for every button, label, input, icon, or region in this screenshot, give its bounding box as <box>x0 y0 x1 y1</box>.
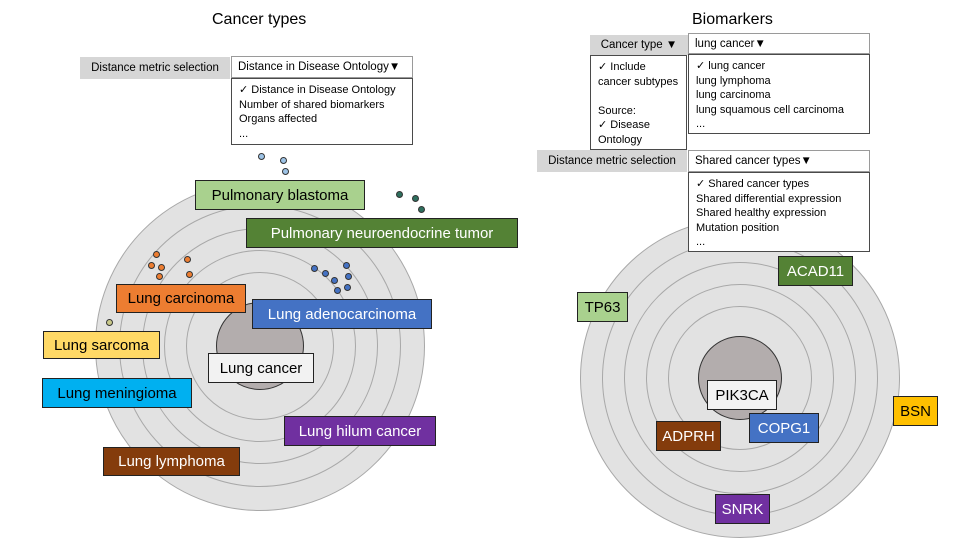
cancer-types-title: Cancer types <box>212 11 307 28</box>
dot <box>412 195 419 202</box>
left-metric-option[interactable]: Organs affected <box>239 113 318 125</box>
source-disease-text: Ontology <box>598 133 643 146</box>
left-metric-option[interactable]: ... <box>239 127 249 140</box>
source-label: Source: <box>598 104 636 117</box>
label-bsn: BSN <box>893 396 938 426</box>
dot <box>280 157 287 164</box>
label-adprh: ADPRH <box>656 421 721 451</box>
label-pik3ca: PIK3CA <box>707 380 777 410</box>
cancer-option[interactable]: ... <box>696 118 706 130</box>
label-acad11: ACAD11 <box>778 256 853 286</box>
right-metric-dropdown[interactable]: Shared cancer types▼ <box>688 150 870 172</box>
dot <box>184 256 191 263</box>
dot <box>106 319 113 326</box>
cancer-type-options: ✓ lung cancer lung lymphoma lung carcino… <box>688 54 870 134</box>
spacer <box>598 89 679 104</box>
left-metric-option[interactable]: ✓ Distance in Disease Ontology <box>239 84 396 96</box>
dot <box>153 251 160 258</box>
dot <box>322 270 329 277</box>
include-subtypes-text: cancer subtypes <box>598 75 679 88</box>
label-lung-sarcoma: Lung sarcoma <box>43 331 160 359</box>
dot <box>331 277 338 284</box>
label-lung-carcinoma: Lung carcinoma <box>116 284 246 313</box>
dot <box>311 265 318 272</box>
include-subtypes-option[interactable]: ✓ Include <box>598 61 646 73</box>
left-metric-options: ✓ Distance in Disease Ontology Number of… <box>231 78 413 145</box>
cancer-type-filter-box: ✓ Include cancer subtypes Source: ✓ Dise… <box>590 55 687 150</box>
label-copg1: COPG1 <box>749 413 819 443</box>
left-metric-option[interactable]: Number of shared biomarkers <box>239 98 385 111</box>
right-metric-option[interactable]: Shared healthy expression <box>696 207 827 219</box>
label-pulmonary-blastoma: Pulmonary blastoma <box>195 180 365 210</box>
label-lung-lymphoma: Lung lymphoma <box>103 447 240 476</box>
label-lung-adenocarcinoma: Lung adenocarcinoma <box>252 299 432 329</box>
label-tp63: TP63 <box>577 292 628 322</box>
dot <box>282 168 289 175</box>
dot <box>344 284 351 291</box>
dot <box>334 287 341 294</box>
cancer-option[interactable]: ✓ lung cancer <box>696 60 766 72</box>
left-metric-label: Distance metric selection <box>80 57 230 79</box>
cancer-option[interactable]: lung squamous cell carcinoma <box>696 103 844 116</box>
dot <box>418 206 425 213</box>
dot <box>158 264 165 271</box>
biomarkers-title: Biomarkers <box>692 11 773 28</box>
label-lung-hilum-cancer: Lung hilum cancer <box>284 416 436 446</box>
label-lung-cancer: Lung cancer <box>208 353 314 383</box>
right-metric-options: ✓ Shared cancer types Shared differentia… <box>688 172 870 252</box>
right-metric-option[interactable]: Mutation position <box>696 221 780 234</box>
right-metric-option[interactable]: ✓ Shared cancer types <box>696 178 810 190</box>
dot <box>148 262 155 269</box>
cancer-type-dropdown[interactable]: lung cancer▼ <box>688 33 870 54</box>
dot <box>396 191 403 198</box>
right-metric-option[interactable]: Shared differential expression <box>696 192 842 205</box>
label-snrk: SNRK <box>715 494 770 524</box>
right-metric-option[interactable]: ... <box>696 236 706 248</box>
label-lung-meningioma: Lung meningioma <box>42 378 192 408</box>
right-metric-label: Distance metric selection <box>537 150 687 172</box>
cancer-option[interactable]: lung lymphoma <box>696 74 771 87</box>
left-metric-dropdown[interactable]: Distance in Disease Ontology▼ <box>231 56 413 78</box>
dot <box>258 153 265 160</box>
cancer-type-label[interactable]: Cancer type ▼ <box>590 35 688 55</box>
dot <box>343 262 350 269</box>
label-pulmonary-neuroendocrine-tumor: Pulmonary neuroendocrine tumor <box>246 218 518 248</box>
dot <box>186 271 193 278</box>
dot <box>345 273 352 280</box>
dot <box>156 273 163 280</box>
source-disease-option[interactable]: ✓ Disease <box>598 119 651 131</box>
cancer-option[interactable]: lung carcinoma <box>696 89 771 101</box>
